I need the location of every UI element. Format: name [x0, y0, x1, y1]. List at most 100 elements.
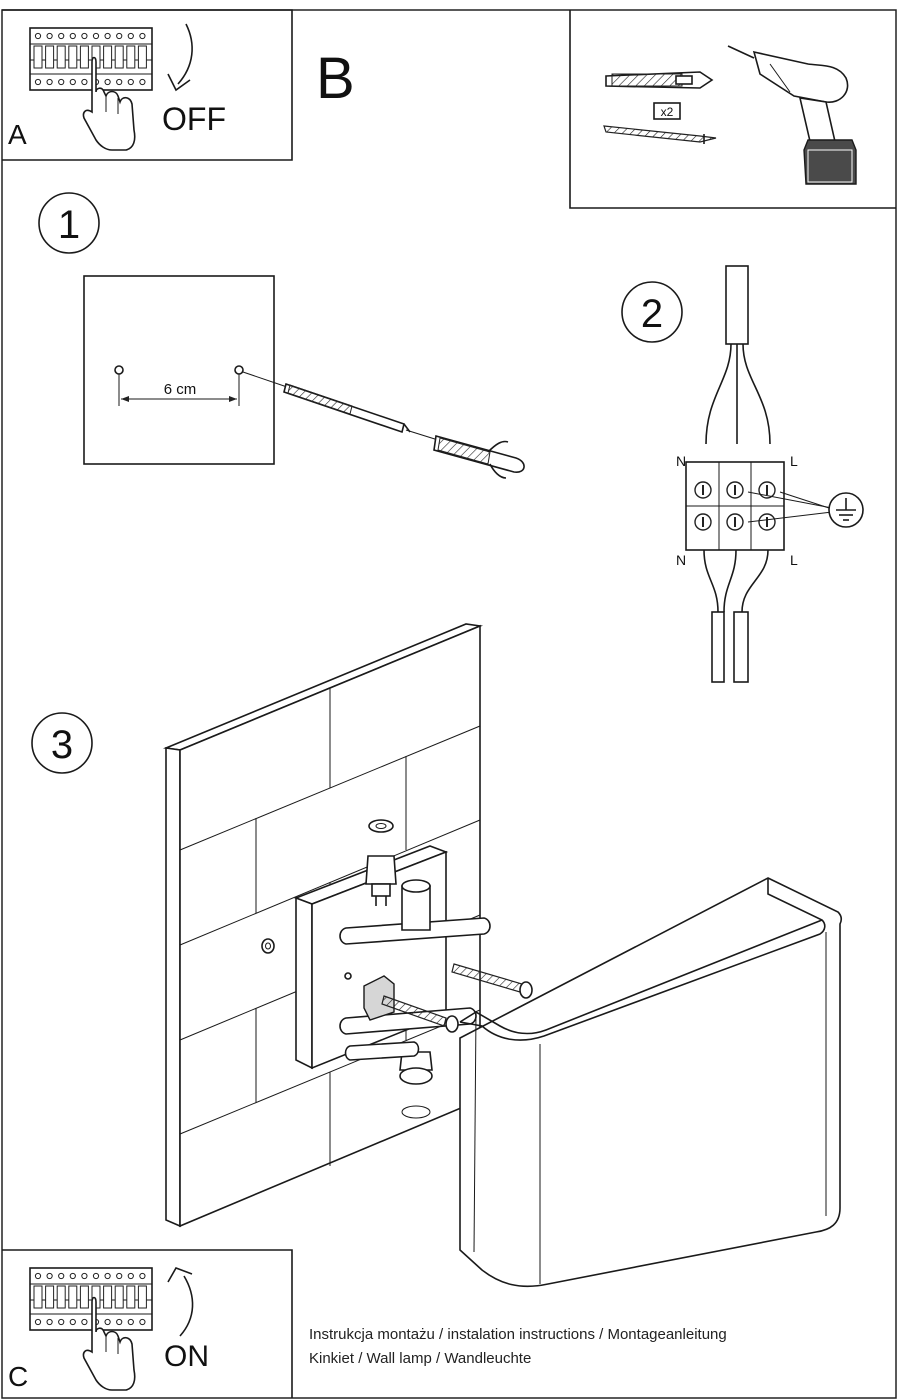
breaker-terminal — [127, 1318, 134, 1326]
breaker-terminal — [139, 32, 146, 40]
breaker-terminal — [116, 1318, 123, 1326]
panel-c-letter: C — [8, 1361, 28, 1392]
mounting-screw-top — [451, 963, 533, 999]
breaker-terminal — [34, 32, 42, 40]
quantity-badge-label: x2 — [661, 105, 674, 119]
breaker-terminal — [58, 32, 65, 40]
lamp-shade — [459, 877, 843, 1288]
breaker-terminal — [69, 1272, 76, 1280]
breaker-pole — [79, 45, 89, 69]
breaker-pole — [114, 1285, 124, 1309]
terminal-label-bottom-left: N — [676, 552, 686, 568]
mounting-screw-bottom — [381, 995, 459, 1033]
breaker-terminal — [127, 78, 134, 86]
breaker-terminal — [58, 1318, 65, 1326]
panel-a: OFF A — [2, 9, 293, 161]
power-drill-icon — [727, 45, 857, 185]
breaker-terminal — [104, 1272, 111, 1280]
step-1-number: 1 — [58, 203, 80, 247]
breaker-pole — [33, 1285, 43, 1309]
breaker-terminal — [69, 1318, 76, 1326]
breaker-terminal — [116, 78, 123, 86]
breaker-pole — [56, 1285, 66, 1309]
breaker-pole — [56, 45, 66, 69]
breaker-pole — [137, 1285, 147, 1309]
page-border — [1, 9, 897, 1399]
step-3: 3 — [31, 623, 843, 1288]
breaker-terminal — [127, 1272, 134, 1280]
breaker-terminal — [81, 1272, 88, 1280]
lamp-cable-left — [711, 611, 725, 683]
breaker-pole — [45, 1285, 55, 1309]
terminal-label-bottom-right: L — [790, 552, 798, 568]
breaker-pole — [33, 45, 43, 69]
breaker-terminal — [46, 78, 53, 86]
screw-anchor-point — [344, 972, 352, 980]
breaker-terminal — [69, 32, 76, 40]
breaker-pole — [103, 1285, 113, 1309]
caption-line-2: Kinkiet / Wall lamp / Wandleuchte — [309, 1350, 532, 1367]
breaker-terminal — [46, 1318, 53, 1326]
dimension-line — [121, 396, 237, 402]
panel-c-frame — [2, 1249, 293, 1398]
lamp-wires — [703, 549, 769, 613]
breaker-pole — [45, 45, 55, 69]
wall-plug-icon — [605, 71, 714, 89]
supply-wires — [705, 343, 771, 445]
hand-pointing-icon — [82, 56, 136, 151]
terminal-block — [685, 461, 785, 551]
breaker-terminal — [81, 1318, 88, 1326]
breaker-terminal — [58, 78, 65, 86]
breaker-terminal — [34, 1318, 42, 1326]
terminal-label-top-left: N — [676, 453, 686, 469]
panel-b-letter: B — [316, 46, 355, 111]
breaker-terminal — [139, 78, 146, 86]
step-3-number: 3 — [51, 723, 73, 767]
breaker-pole — [79, 1285, 89, 1309]
breaker-terminal — [58, 1272, 65, 1280]
breaker-pole — [68, 45, 78, 69]
circuit-breaker-icon — [29, 27, 153, 91]
breaker-terminal — [104, 1318, 111, 1326]
breaker-terminal — [104, 78, 111, 86]
screw-icon — [603, 125, 717, 144]
circuit-breaker-icon — [29, 1267, 153, 1331]
breaker-terminal — [116, 1272, 123, 1280]
earth-ground-icon — [828, 492, 864, 528]
wall-plug-insert-icon — [433, 434, 525, 479]
breaker-pole — [126, 1285, 136, 1309]
breaker-terminal — [81, 32, 88, 40]
bulb-socket-top — [365, 819, 397, 906]
step-2-number: 2 — [641, 292, 663, 336]
breaker-pole — [103, 45, 113, 69]
breaker-pole — [126, 45, 136, 69]
breaker-terminal — [69, 78, 76, 86]
breaker-terminal — [81, 78, 88, 86]
breaker-terminal — [92, 1272, 100, 1280]
lamp-cable-right — [733, 611, 749, 683]
breaker-terminal — [139, 1318, 146, 1326]
breaker-terminal — [46, 1272, 53, 1280]
drill-hole-right — [234, 365, 244, 375]
breaker-terminal — [34, 78, 42, 86]
switch-off-arrow-icon — [177, 23, 193, 85]
breaker-terminal — [34, 1272, 42, 1280]
breaker-pole — [114, 45, 124, 69]
breaker-terminal — [46, 32, 53, 40]
breaker-terminal — [92, 32, 100, 40]
breaker-pole — [137, 45, 147, 69]
drill-bit-icon — [283, 382, 411, 434]
step-2-badge — [621, 281, 683, 343]
washer-icon — [261, 938, 275, 954]
panel-a-frame — [2, 9, 293, 161]
step-1: 1 6 cm — [38, 192, 525, 479]
breaker-terminal — [104, 32, 111, 40]
step-2: 2 N L N L — [621, 265, 864, 683]
wall-section — [83, 275, 275, 465]
quantity-badge: x2 — [653, 102, 681, 120]
breaker-terminal — [116, 32, 123, 40]
panel-c: ON C — [2, 1249, 293, 1398]
breaker-terminal — [127, 32, 134, 40]
step-1-badge — [38, 192, 100, 254]
